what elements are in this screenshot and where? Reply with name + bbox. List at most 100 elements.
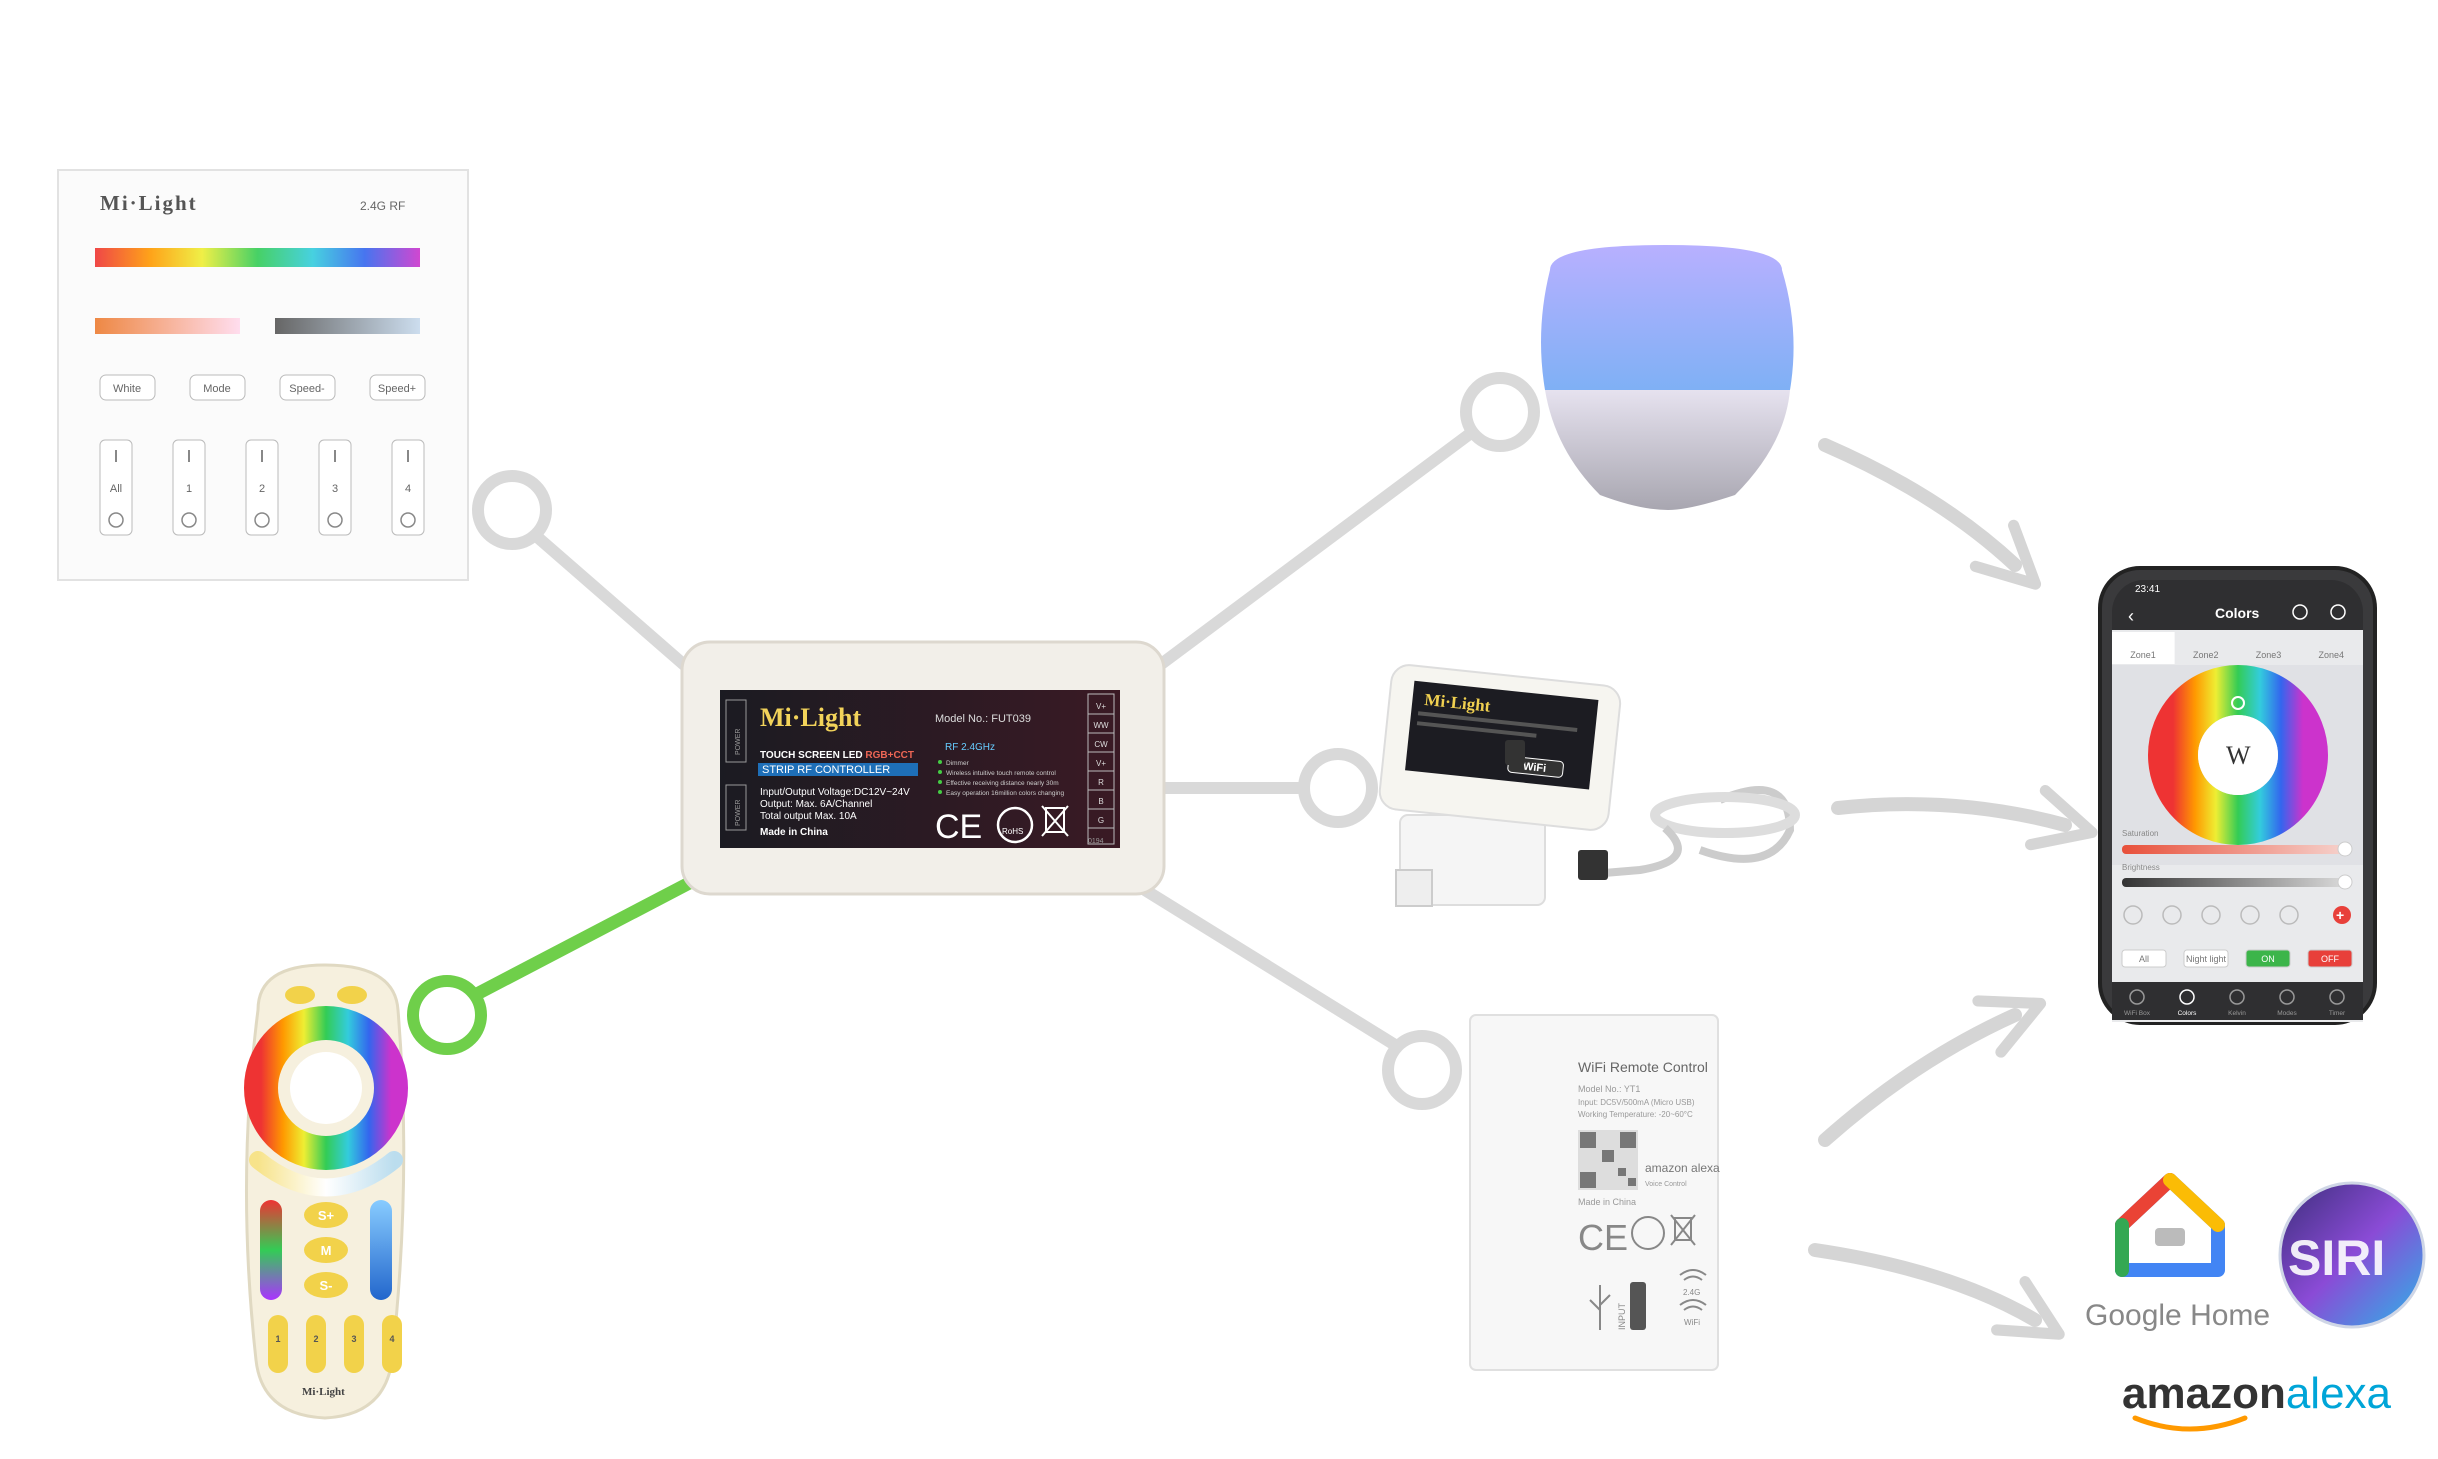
micro-usb-port [1630, 1282, 1646, 1330]
remote-off-button [337, 986, 367, 1004]
phone-tab-zone1[interactable]: Zone1 [2112, 632, 2175, 664]
wall-panel-button-white[interactable]: White [99, 374, 156, 401]
wall-panel-button-speed[interactable]: Speed+ [369, 374, 426, 401]
google-home-logo: Google Home [2085, 1173, 2270, 1332]
phone-nav-wifi-box[interactable]: WiFi Box [2124, 989, 2151, 1017]
svg-text:amazonalexa: amazonalexa [2122, 1369, 2392, 1418]
wall-panel-button-mode[interactable]: Mode [189, 374, 246, 401]
phone-preset-slot[interactable] [2162, 905, 2182, 925]
phone-nav-kelvin[interactable]: Kelvin [2228, 989, 2246, 1017]
wifi-box-plug [1578, 850, 1608, 880]
phone-saturation-slider [2122, 845, 2350, 854]
wall-panel-zone-4[interactable]: 4 [391, 439, 425, 536]
controller-side-panel: POWER POWER [725, 699, 747, 831]
phone-button-all[interactable]: All [2121, 949, 2167, 968]
controller-terminal: G [1098, 816, 1104, 825]
wall-panel-button-label: Speed- [289, 383, 325, 395]
phone-nav-timer[interactable]: Timer [2329, 989, 2346, 1017]
controller-model: Model No.: FUT039 [935, 713, 1031, 725]
remote-zone-label: 1 [275, 1334, 280, 1344]
wall-panel-zone-3[interactable]: 3 [318, 439, 352, 536]
rf-controller: Mi·Light Model No.: FUT039 RF 2.4GHz TOU… [680, 640, 1166, 896]
phone-title: Colors [2215, 605, 2260, 621]
phone-nav-colors[interactable]: Colors [2178, 989, 2198, 1017]
wall-panel-button-label: White [113, 383, 141, 395]
controller-feature: Dimmer [946, 760, 970, 767]
phone-tab-zone3[interactable]: Zone3 [2237, 632, 2301, 664]
wifi-remote-input: Input: DC5V/500mA (Micro USB) [1578, 1098, 1695, 1107]
remote-zone-1[interactable]: 1 [268, 1315, 288, 1373]
controller-ce: CE [935, 808, 982, 846]
controller-line2: STRIP RF CONTROLLER [762, 764, 890, 776]
phone-preset-slot[interactable] [2240, 905, 2260, 925]
controller-side-power: POWER [735, 729, 742, 755]
remote-brightness-strip [370, 1200, 392, 1300]
remote-button-label: M [321, 1243, 332, 1258]
phone-button-night-light[interactable]: Night light [2183, 949, 2229, 968]
remote-zone-2[interactable]: 2 [306, 1315, 326, 1373]
controller-origin: Made in China [760, 827, 828, 838]
phone-button-off[interactable]: OFF [2307, 949, 2353, 968]
qr-code-icon [1578, 1130, 1638, 1190]
phone-nav-label: Timer [2329, 1010, 2346, 1017]
controller-terminal: R [1098, 778, 1104, 787]
phone-button-label: All [2139, 954, 2149, 964]
connector-bulb [1156, 372, 1540, 670]
wifi-remote-alexa: amazon alexa [1645, 1161, 1720, 1175]
wifi-box-badge: WiFi [1522, 761, 1546, 775]
wall-panel-warm-slider [95, 318, 240, 334]
wall-panel-button-label: Mode [203, 383, 231, 395]
controller-rf-badge: RF 2.4GHz [945, 742, 995, 753]
connector-wifi-box [1160, 748, 1378, 828]
remote-button-m[interactable]: M [304, 1237, 348, 1263]
remote-button-splus[interactable]: S+ [304, 1202, 348, 1228]
controller-feature: Effective receiving distance nearly 30m [946, 780, 1059, 787]
phone-preset-slot[interactable] [2279, 905, 2299, 925]
phone-brightness-slider [2122, 878, 2350, 887]
wifi-remote-rohs-icon [1631, 1216, 1665, 1250]
wifi-remote-weee-icon [1670, 1214, 1696, 1246]
wall-panel-zone-all[interactable]: All [99, 439, 133, 536]
phone-button-label: OFF [2321, 954, 2339, 964]
rohs-icon [996, 806, 1034, 844]
connector-wall-panel [472, 470, 694, 675]
controller-terminal: WW [1093, 721, 1109, 730]
phone-tab-zone2[interactable]: Zone2 [2174, 632, 2238, 664]
wifi-remote-title: WiFi Remote Control [1578, 1059, 1708, 1075]
remote-on-button [285, 986, 315, 1004]
amazon-alexa-logo: amazonalexa [2122, 1369, 2392, 1432]
wifi-remote-model: Model No.: YT1 [1578, 1084, 1640, 1094]
remote-zone-4[interactable]: 4 [382, 1315, 402, 1373]
controller-spec: Output: Max. 6A/Channel [760, 799, 872, 810]
wifi-bridge-box: Mi·Light WiFi [1378, 664, 1800, 907]
phone-zone-label: Zone1 [2130, 650, 2156, 660]
controller-terminal: CW [1094, 740, 1108, 749]
wall-panel-zone-2[interactable]: 2 [245, 439, 279, 536]
phone-tab-zone4[interactable]: Zone4 [2300, 632, 2363, 664]
remote-button-label: S- [320, 1278, 333, 1293]
phone-preset-slot[interactable] [2201, 905, 2221, 925]
remote-color-strip [260, 1200, 282, 1300]
wall-panel-zone-label: 1 [186, 483, 192, 495]
wall-panel-button-speed[interactable]: Speed- [279, 374, 336, 401]
wifi-remote-temp: Working Temperature: -20~60°C [1578, 1110, 1693, 1119]
phone-zone-label: Zone3 [2256, 650, 2282, 660]
remote-white-arc [249, 1151, 403, 1197]
remote-zone-3[interactable]: 3 [344, 1315, 364, 1373]
phone-button-on[interactable]: ON [2245, 949, 2291, 968]
remote-brand: Mi·Light [302, 1386, 345, 1398]
controller-terminal: B [1098, 797, 1103, 806]
wifi-remote-ce: CE [1578, 1217, 1628, 1258]
phone-preset-slot[interactable] [2123, 905, 2143, 925]
wifi-remote-origin: Made in China [1578, 1197, 1636, 1207]
phone-saturation-label: Saturation [2122, 829, 2158, 838]
remote-button-label: S+ [318, 1208, 335, 1223]
weee-bin-icon [1041, 805, 1069, 837]
phone-back-icon: ‹ [2128, 606, 2134, 626]
remote-button-sminus[interactable]: S- [304, 1272, 348, 1298]
amazon-smile-icon [2132, 1415, 2248, 1432]
phone-nav-modes[interactable]: Modes [2277, 989, 2298, 1017]
wifi-remote-wifi: WiFi [1684, 1318, 1700, 1327]
wall-panel-zone-1[interactable]: 1 [172, 439, 206, 536]
wall-panel-brand: Mi·Light [100, 191, 198, 215]
